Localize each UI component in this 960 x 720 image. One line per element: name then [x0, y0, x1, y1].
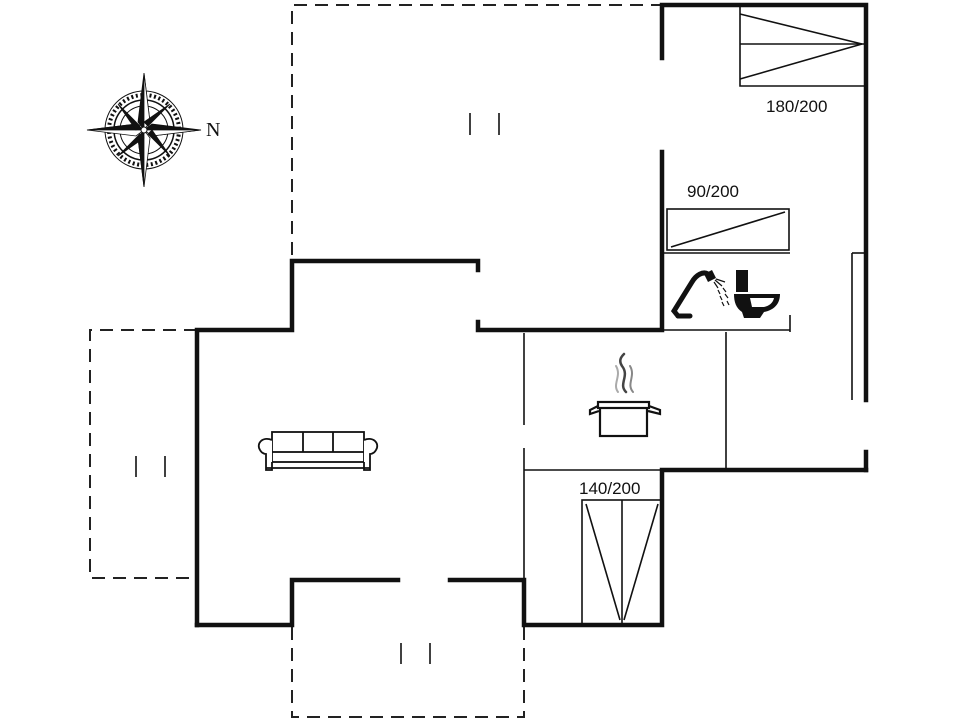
cooking-pot-icon	[588, 352, 662, 438]
bed-size-label: 180/200	[766, 97, 827, 116]
wall-entry-notch	[475, 149, 665, 333]
wall-south-west	[194, 577, 401, 628]
exterior-walls	[194, 2, 869, 628]
bed-size-label: 140/200	[579, 479, 640, 498]
shower-icon	[670, 270, 730, 319]
terrace-north	[291, 4, 662, 255]
compass-north-label: N	[206, 119, 220, 141]
bed-double-north	[739, 5, 866, 87]
toilet-icon	[734, 270, 780, 318]
compass-rose-icon	[86, 72, 202, 188]
bed-single	[666, 208, 790, 251]
bed-size-label: 90/200	[687, 182, 739, 201]
interior-walls	[523, 252, 866, 578]
terrace-south	[291, 627, 525, 718]
wall-south-east	[447, 467, 869, 628]
terraces	[89, 4, 662, 718]
wall-living-north	[194, 258, 481, 628]
sofa-icon	[257, 431, 379, 471]
bed-double-south	[581, 499, 663, 626]
wall-bedroom-north	[659, 2, 869, 403]
terrace-west	[89, 329, 197, 579]
